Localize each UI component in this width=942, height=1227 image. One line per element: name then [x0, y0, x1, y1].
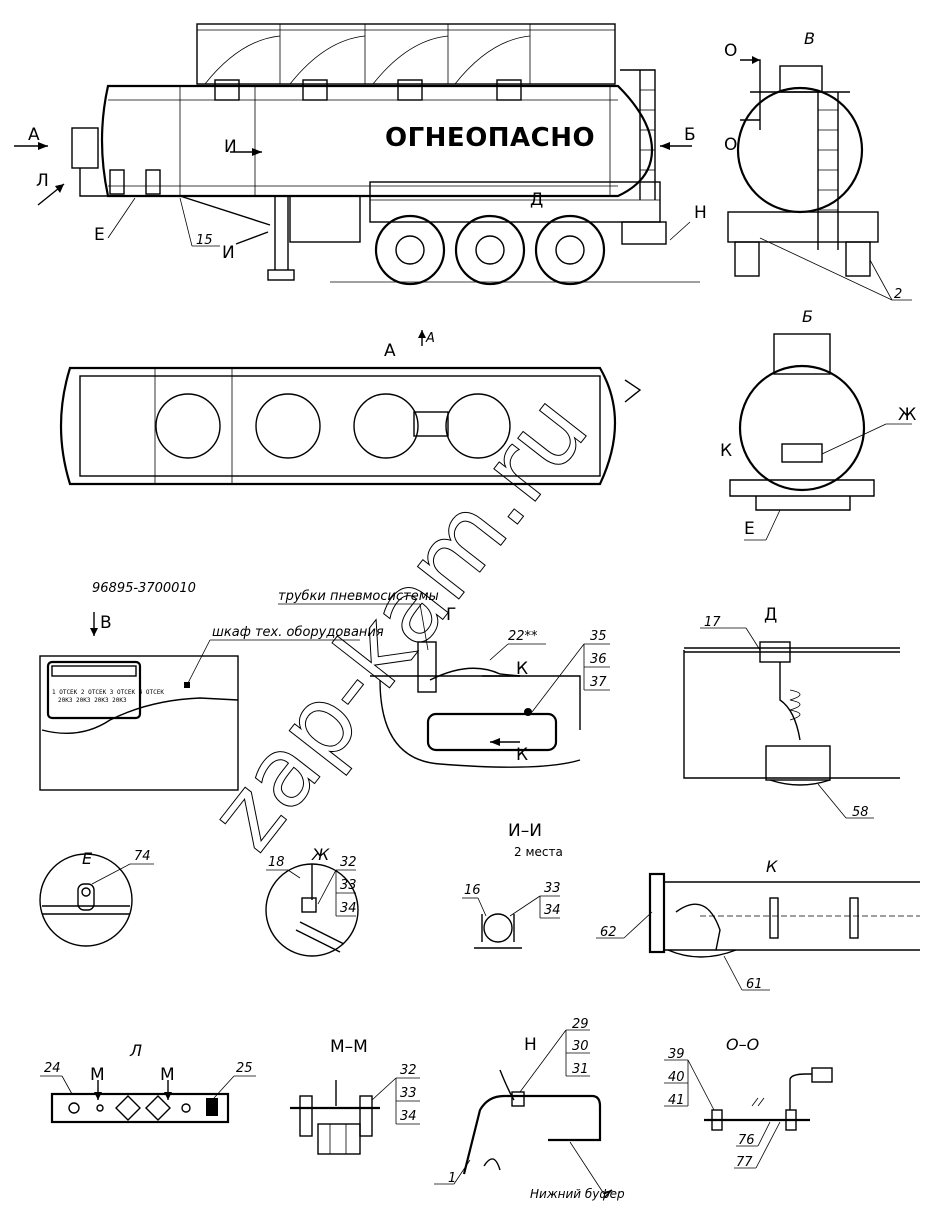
label-L-side: Л — [36, 171, 49, 191]
label-M1: М — [90, 1065, 105, 1085]
part-77: 77 — [736, 1155, 753, 1170]
section-OO-title: О–О — [726, 1035, 759, 1054]
part-41: 41 — [668, 1093, 685, 1108]
part-22: 22** — [508, 629, 538, 644]
view-ZH-title: Ж — [311, 845, 330, 864]
part-74: 74 — [134, 849, 151, 864]
view-E: Е 74 — [39, 849, 154, 947]
rear-view-V: В О О 2 — [724, 29, 912, 302]
section-M-M: М–М 32 33 34 — [290, 1037, 420, 1155]
part-18: 18 — [268, 855, 285, 870]
section-II-qty: 2 места — [514, 845, 563, 859]
part-61: 61 — [746, 977, 763, 992]
part-58: 58 — [852, 805, 869, 820]
part-36: 36 — [590, 652, 607, 667]
panel-codes: 20КЗ 20КЗ 20КЗ 20КЗ — [58, 697, 127, 704]
section-II-title: И–И — [508, 821, 542, 841]
view-V-title: В — [804, 29, 815, 48]
panel-compartments: 1 ОТСЕК 2 ОТСЕК 3 ОТСЕК 4 ОТСЕК — [52, 689, 164, 696]
part-1: 1 — [448, 1171, 456, 1186]
watermark: zap-kam.ru — [188, 374, 610, 870]
view-K-title: К — [766, 857, 778, 876]
label-I1: И — [224, 137, 237, 157]
warning-sign: ОГНЕОПАСНО — [385, 123, 595, 153]
label-M2: М — [160, 1065, 175, 1085]
part-39: 39 — [668, 1047, 685, 1062]
label-K-bottom: К — [516, 745, 528, 765]
label-A: А — [28, 125, 40, 145]
part-15: 15 — [196, 233, 213, 248]
side-view: ОГНЕОПАСНО — [14, 23, 707, 286]
part-37: 37 — [590, 675, 607, 690]
drawing-number: 96895-3700010 — [92, 581, 196, 596]
part-34c: 34 — [544, 903, 561, 918]
part-30: 30 — [572, 1039, 589, 1054]
label-E-front: Е — [744, 519, 755, 539]
part-40: 40 — [668, 1070, 685, 1085]
section-O-O: О–О 39 40 41 76 77 — [664, 1035, 833, 1170]
label-ZH: Ж — [898, 405, 916, 425]
label-G: Г — [446, 605, 456, 625]
view-N-title: Н — [524, 1035, 537, 1055]
view-V-panel: 96895-3700010 В 1 ОТСЕК 2 ОТСЕК 3 ОТСЕК … — [39, 581, 384, 791]
part-34b: 34 — [400, 1109, 417, 1124]
label-A-arrow: А — [425, 331, 435, 346]
view-L: Л 24 25 М М — [40, 1041, 256, 1124]
part-2: 2 — [894, 287, 902, 302]
top-view-A: А А — [59, 330, 642, 486]
cabinet-note: шкаф тех. оборудования — [212, 625, 384, 640]
part-62: 62 — [600, 925, 617, 940]
view-N: Н 29 30 31 1 Нижний буфер — [434, 1017, 625, 1201]
view-D: Д 17 58 — [683, 605, 900, 820]
view-A-title: А — [384, 341, 396, 361]
front-view-B: Б Ж К Е — [720, 307, 916, 541]
part-32a: 32 — [340, 855, 357, 870]
part-33a: 33 — [340, 878, 357, 893]
view-B-title: Б — [802, 307, 813, 326]
part-33c: 33 — [544, 881, 561, 896]
part-29: 29 — [572, 1017, 589, 1032]
detail-G: трубки пневмосистемы Г К К 22** 35 36 37 — [278, 589, 610, 768]
label-K-top: К — [516, 659, 528, 679]
label-B-side: Б — [684, 125, 696, 145]
lower-bumper-note: Нижний буфер — [530, 1187, 625, 1201]
part-32b: 32 — [400, 1063, 417, 1078]
part-76: 76 — [738, 1133, 755, 1148]
pneumo-tubes-note: трубки пневмосистемы — [278, 589, 439, 604]
part-25: 25 — [236, 1061, 253, 1076]
part-24: 24 — [44, 1061, 61, 1076]
view-D-title: Д — [764, 605, 777, 625]
section-I-I: И–И 2 места 16 33 34 — [462, 821, 563, 949]
label-E-side: Е — [94, 225, 105, 245]
part-34a: 34 — [340, 901, 357, 916]
view-K: К 62 61 — [596, 857, 920, 992]
label-O2: О — [724, 135, 737, 155]
view-E-title: Е — [82, 849, 93, 868]
view-ZH: Ж 18 32 33 34 — [265, 845, 359, 957]
view-L-title: Л — [129, 1041, 142, 1060]
label-K-front: К — [720, 441, 732, 461]
label-D: Д — [530, 190, 543, 210]
section-MM-title: М–М — [330, 1037, 368, 1057]
label-I2: И — [222, 243, 235, 263]
label-O1: О — [724, 41, 737, 61]
label-V-arrow: В — [100, 613, 112, 633]
part-33b: 33 — [400, 1086, 417, 1101]
label-N-side: Н — [694, 203, 707, 223]
part-35: 35 — [590, 629, 607, 644]
part-17: 17 — [704, 615, 721, 630]
part-16: 16 — [464, 883, 481, 898]
part-31: 31 — [572, 1062, 589, 1077]
